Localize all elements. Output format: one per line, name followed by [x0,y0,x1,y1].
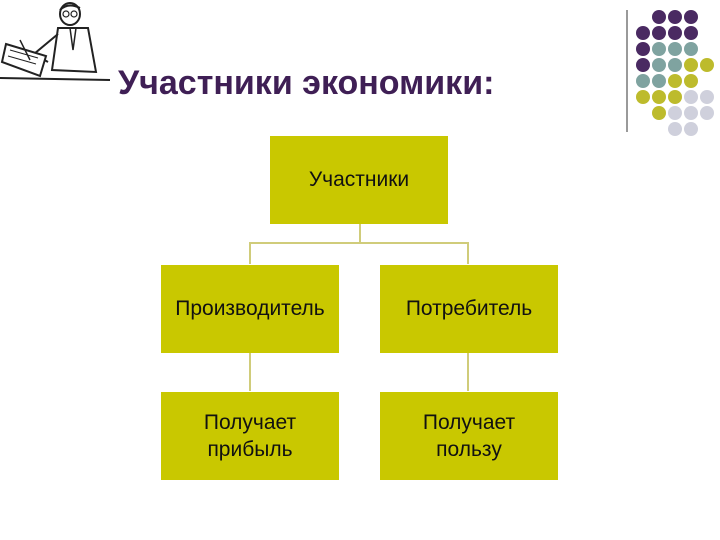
connector-to-producer [249,242,251,264]
decorative-dot [668,90,682,104]
decorative-dot [684,58,698,72]
decorative-dot [684,42,698,56]
connector-producer-result [249,353,251,391]
consumer-result-line2: пользу [436,438,502,461]
decorative-dot [652,10,666,24]
node-consumer-label: Потребитель [405,297,533,321]
decorative-dot [684,26,698,40]
decorative-dot [636,90,650,104]
decorative-dot [668,74,682,88]
decorative-dot [652,58,666,72]
decorative-dot [636,58,650,72]
node-participants-label: Участники [308,168,410,192]
decorative-dot [668,26,682,40]
node-participants: Участники [270,136,448,224]
consumer-result-line1: Получает [422,410,516,434]
decorative-dot [652,106,666,120]
connector-to-consumer [467,242,469,264]
node-consumer-result-label: Получает пользу [423,409,515,464]
decorative-dot [700,58,714,72]
decorative-dot [668,42,682,56]
node-producer-result: Получает прибыль [161,392,339,480]
decorative-divider [626,10,628,132]
decorative-dot [700,106,714,120]
decorative-dot [700,90,714,104]
decorative-dot [636,42,650,56]
decorative-dot [668,58,682,72]
decorative-dot [684,90,698,104]
connector-horizontal [249,242,469,244]
decorative-dot [684,106,698,120]
decorative-dot [652,74,666,88]
decorative-dot [684,122,698,136]
slide-title: Участники экономики: [118,64,495,102]
decorative-dot [684,10,698,24]
writing-scholar-illustration [0,0,120,105]
node-consumer-result: Получает пользу [380,392,558,480]
node-consumer: Потребитель [380,265,558,353]
decorative-dot [652,42,666,56]
decorative-dot [652,90,666,104]
decorative-dot [668,106,682,120]
connector-consumer-result [467,353,469,391]
decorative-dot [636,74,650,88]
decorative-dot [684,74,698,88]
connector-root-down [359,224,361,242]
node-producer-label: Производитель [175,297,325,321]
node-producer-result-label: Получает прибыль [204,409,296,464]
decorative-dot [668,10,682,24]
producer-result-line2: прибыль [207,438,293,461]
producer-result-line1: Получает [203,410,297,434]
decorative-dot [652,26,666,40]
decorative-dot [636,26,650,40]
decorative-dot [668,122,682,136]
node-producer: Производитель [161,265,339,353]
